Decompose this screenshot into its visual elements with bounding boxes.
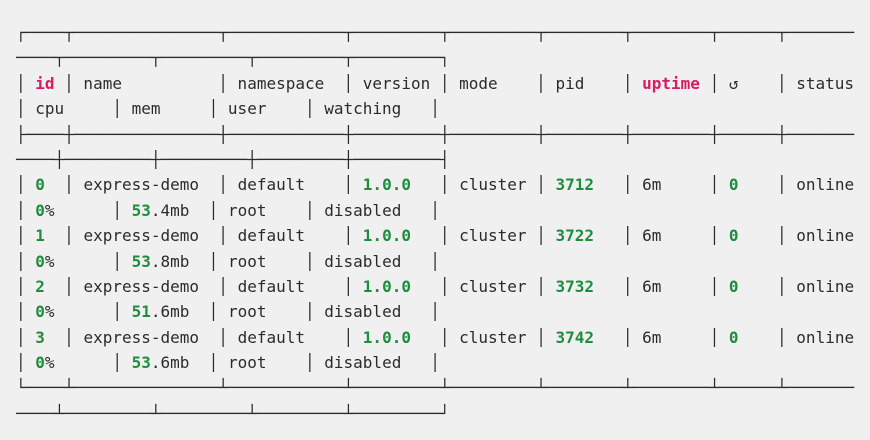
cell-cpu: 0 xyxy=(35,200,45,220)
restart-icon: ↺ xyxy=(728,73,739,93)
cell-id: 0 xyxy=(35,175,45,195)
process-row-1-line-2: │ 0% │ 53.8mb │ root │ disabled │ xyxy=(16,251,440,271)
process-row-0-line-2: │ 0% │ 53.4mb │ root │ disabled │ xyxy=(16,200,440,220)
process-row-2-line-1: │ 2 │ express-demo │ default │ 1.0.0 │ c… xyxy=(16,276,855,296)
cell-pid: 3742 xyxy=(555,327,594,347)
cell-mem: 53 xyxy=(131,251,151,271)
cell-mem: 53 xyxy=(131,200,151,220)
cell-restarts: 0 xyxy=(728,276,739,296)
cell-id: 1 xyxy=(35,226,45,246)
header-separator-2: ────┼─────────┼─────────┼─────────┼─────… xyxy=(16,149,450,169)
cell-pid: 3722 xyxy=(555,226,594,246)
cell-id: 2 xyxy=(35,276,45,296)
header-row-1: │ id │ name │ namespace │ version │ mode… xyxy=(16,71,870,96)
header-row-2: │ cpu │ mem │ user │ watching │ xyxy=(16,99,440,119)
cell-cpu: 0 xyxy=(35,353,45,373)
pm2-process-table: ┌────┬───────────────┬────────────┬─────… xyxy=(16,20,870,426)
cell-mem: 53 xyxy=(131,353,151,373)
border-bottom-1: └────┴───────────────┴────────────┴─────… xyxy=(16,378,855,398)
cell-pid: 3712 xyxy=(555,175,594,195)
border-top-2: ────┬─────────┬─────────┬─────────┬─────… xyxy=(16,48,450,68)
cell-pid: 3732 xyxy=(555,276,594,296)
cell-mem: 51 xyxy=(131,302,151,322)
cell-restarts: 0 xyxy=(728,226,739,246)
col-header-uptime: uptime xyxy=(642,73,700,93)
cell-version: 1.0.0 xyxy=(362,226,411,246)
cell-cpu: 0 xyxy=(35,302,45,322)
col-header-id: id xyxy=(35,73,55,93)
cell-version: 1.0.0 xyxy=(362,276,411,296)
process-row-0-line-1: │ 0 │ express-demo │ default │ 1.0.0 │ c… xyxy=(16,175,855,195)
process-row-2-line-2: │ 0% │ 51.6mb │ root │ disabled │ xyxy=(16,302,440,322)
cell-version: 1.0.0 xyxy=(362,175,411,195)
header-separator-1: ├────┼───────────────┼────────────┼─────… xyxy=(16,124,855,144)
cell-version: 1.0.0 xyxy=(362,327,411,347)
cell-restarts: 0 xyxy=(728,175,739,195)
process-row-3-line-2: │ 0% │ 53.6mb │ root │ disabled │ xyxy=(16,353,440,373)
border-top-1: ┌────┬───────────────┬────────────┬─────… xyxy=(16,23,855,42)
process-row-3-line-1: │ 3 │ express-demo │ default │ 1.0.0 │ c… xyxy=(16,327,855,347)
border-bottom-2: ────┴─────────┴─────────┴─────────┴─────… xyxy=(16,403,450,423)
process-row-1-line-1: │ 1 │ express-demo │ default │ 1.0.0 │ c… xyxy=(16,226,855,246)
cell-cpu: 0 xyxy=(35,251,45,271)
cell-restarts: 0 xyxy=(728,327,739,347)
cell-id: 3 xyxy=(35,327,45,347)
